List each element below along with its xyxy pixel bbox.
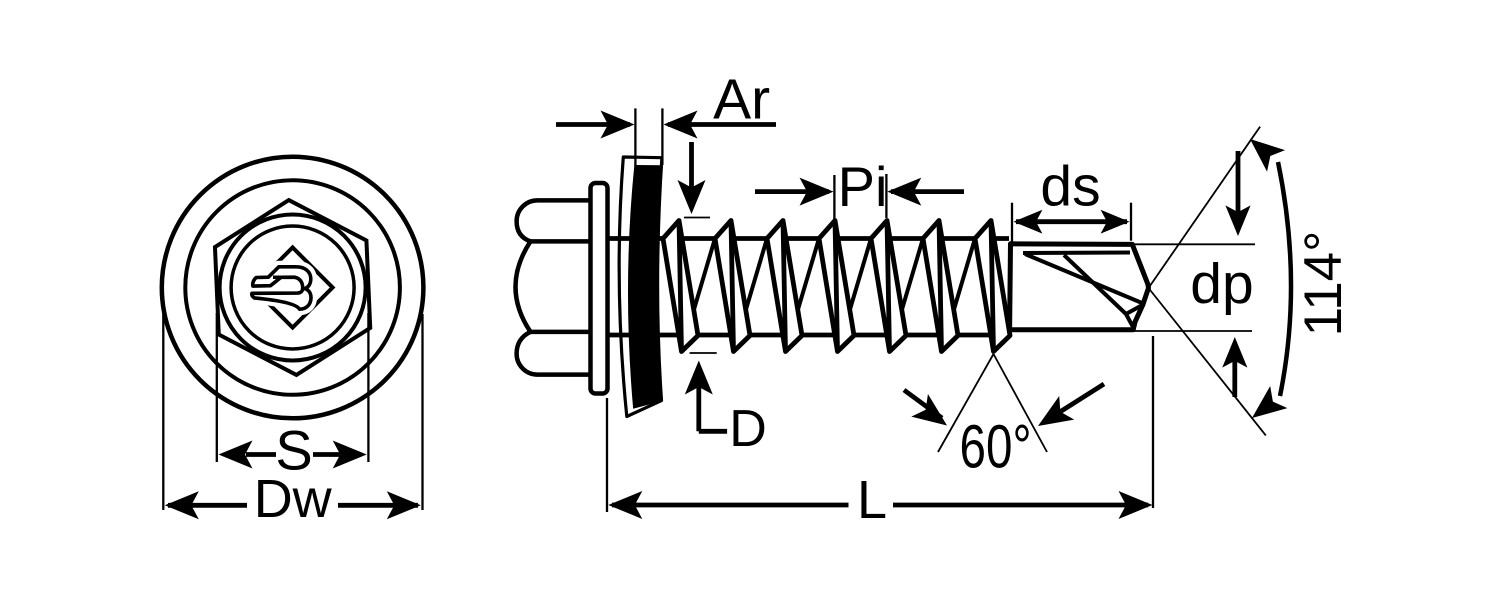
- svg-text:Ar: Ar: [713, 68, 770, 132]
- svg-text:Dw: Dw: [254, 469, 333, 529]
- svg-text:114°: 114°: [1294, 231, 1353, 337]
- svg-text:L: L: [857, 470, 887, 530]
- svg-text:ds: ds: [1040, 155, 1100, 219]
- svg-text:60°: 60°: [960, 413, 1032, 481]
- svg-text:S: S: [275, 419, 312, 482]
- svg-text:dp: dp: [1190, 252, 1253, 316]
- svg-text:Pi: Pi: [838, 155, 888, 218]
- svg-text:D: D: [729, 400, 767, 458]
